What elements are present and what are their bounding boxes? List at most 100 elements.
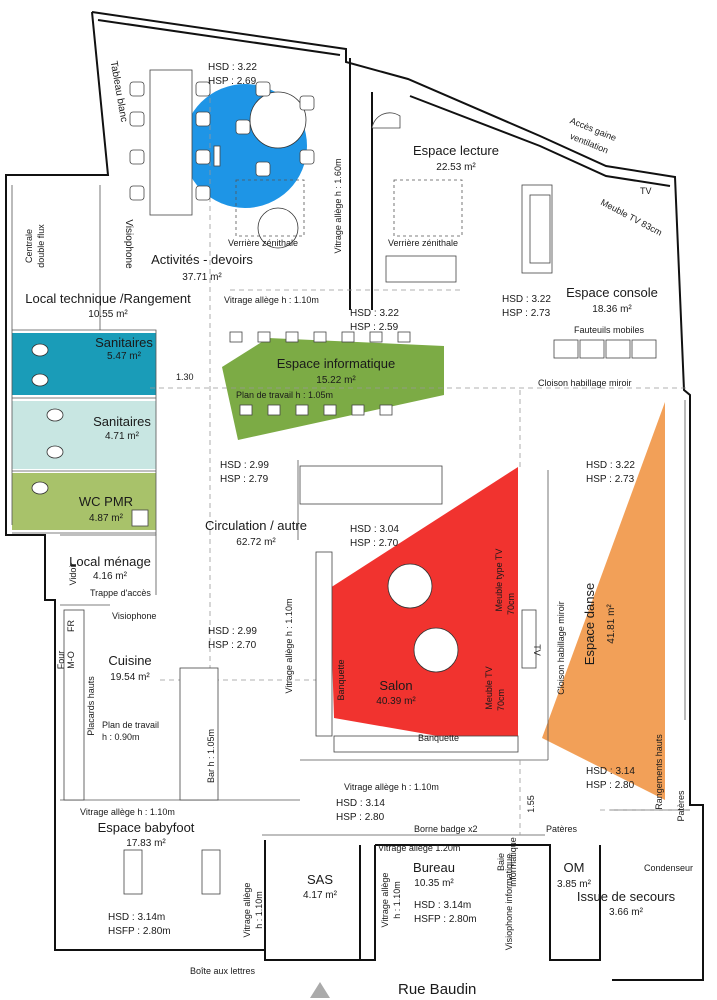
room-sanitaires2-area: 4.71 m² (105, 431, 140, 442)
label-centrale: Centrale (24, 229, 34, 263)
room-om-area: 3.85 m² (557, 879, 592, 890)
label-cloison: Cloison habillage miroir (538, 378, 632, 388)
room-console-name: Espace console (566, 285, 658, 300)
label-vitrage: Vitrage allège h : 1.60m (333, 159, 343, 254)
room-babyfoot-area: 17.83 m² (126, 838, 166, 849)
room-labels: Activités - devoirs 37.71 m² Espace lect… (25, 143, 675, 918)
height-hsd: HSD : 3.22 (586, 460, 635, 471)
label-meuble-type-tv: Meuble type TV (494, 549, 504, 612)
label-condenseur: Condenseur (644, 863, 693, 873)
height-hsd: HSD : 3.14 (586, 766, 635, 777)
label-plan-travail: h : 0.90m (102, 732, 140, 742)
zone-espace-danse (542, 402, 665, 800)
height-hsp: HSP : 2.70 (350, 538, 399, 549)
label-plan-travail: Plan de travail h : 1.05m (236, 390, 333, 400)
room-secours-name: Issue de secours (577, 889, 676, 904)
room-cuisine-name: Cuisine (108, 653, 151, 668)
room-sanitaires1-name: Sanitaires (95, 335, 153, 350)
label-tv: TV (640, 186, 652, 196)
height-hsp: HSFP : 2.80m (108, 926, 171, 937)
room-danse-name: Espace danse (582, 583, 597, 665)
label-tv: TV (532, 644, 542, 656)
room-console-area: 18.36 m² (592, 304, 632, 315)
room-sanitaires2-name: Sanitaires (93, 414, 151, 429)
height-hsp: HSP : 2.80 (586, 780, 635, 791)
label-banquette: Banquette (336, 659, 346, 700)
height-hsp: HSP : 2.79 (220, 474, 269, 485)
height-hsd: HSD : 2.99 (208, 626, 257, 637)
label-vitrage: Vitrage allège h : 1.10m (344, 782, 439, 792)
room-cuisine-area: 19.54 m² (110, 672, 150, 683)
label-borne-badge: Borne badge x2 (414, 824, 478, 834)
label-trappe: Trappe d'accès (90, 588, 151, 598)
zone-salon (330, 467, 518, 744)
label-rangements: Rangements hauts (654, 734, 664, 810)
label-vitrage: h : 1.10m (254, 891, 264, 929)
label-dimension: 1.30 (176, 372, 194, 382)
label-placards: Placards hauts (86, 676, 96, 736)
height-hsp: HSP : 2.80 (336, 812, 385, 823)
room-sanitaires1-area: 5.47 m² (107, 351, 142, 362)
label-fauteuils: Fauteuils mobiles (574, 325, 645, 335)
label-meuble-tv: 70cm (496, 689, 506, 711)
height-labels: HSD : 3.22 HSP : 2.69 HSD : 3.22 HSP : 2… (108, 62, 635, 937)
room-circulation-area: 62.72 m² (236, 537, 276, 548)
room-wc-pmr-area: 4.87 m² (89, 513, 124, 524)
height-hsd: HSD : 3.22 (502, 294, 551, 305)
label-meuble-tv: Meuble TV 83cm (599, 197, 664, 238)
room-circulation-name: Circulation / autre (205, 518, 307, 533)
height-hsd: HSD : 2.99 (220, 460, 269, 471)
label-visiophone: Visiophone (123, 219, 134, 269)
height-hsp: HSP : 2.73 (586, 474, 635, 485)
label-vitrage: Vitrage allège (242, 883, 252, 938)
label-vidoir: Vidoir (68, 563, 78, 586)
label-baie: Baie (496, 853, 506, 871)
height-hsd: HSD : 3.04 (350, 524, 399, 535)
label-micro-ondes: M-O (66, 651, 76, 669)
street-name: Rue Baudin (398, 981, 476, 998)
room-menage-name: Local ménage (69, 554, 151, 569)
label-vitrage: h : 1.10m (392, 881, 402, 919)
room-lecture-area: 22.53 m² (436, 162, 476, 173)
room-sas-name: SAS (307, 872, 333, 887)
label-vitrage: Vitrage allège h : 1.10m (80, 807, 175, 817)
label-cloison: Cloison habillage miroir (556, 601, 566, 695)
room-wc-pmr-name: WC PMR (79, 494, 133, 509)
room-informatique-area: 15.22 m² (316, 375, 356, 386)
room-danse-area: 41.81 m² (606, 604, 617, 644)
room-secours-area: 3.66 m² (609, 907, 644, 918)
label-pateres: Patères (676, 790, 686, 822)
zone-sanitaires-2 (12, 401, 156, 469)
label-dimension: 1.55 (526, 795, 536, 813)
label-verriere: Verrière zénithale (388, 238, 458, 248)
label-tableau-blanc: Tableau blanc (108, 60, 130, 123)
room-salon-area: 40.39 m² (376, 696, 416, 707)
label-pateres: Patères (546, 824, 578, 834)
height-hsp: HSP : 2.59 (350, 322, 399, 333)
label-banquette: Banquette (418, 733, 459, 743)
height-hsd: HSD : 3.14m (414, 900, 471, 911)
room-sas-area: 4.17 m² (303, 890, 338, 901)
height-hsp: HSP : 2.73 (502, 308, 551, 319)
label-baie: informatique (508, 837, 518, 887)
height-hsp: HSP : 2.70 (208, 640, 257, 651)
height-hsd: HSD : 3.22 (350, 308, 399, 319)
room-local-tech-area: 10.55 m² (88, 309, 128, 320)
label-fr: FR (66, 620, 76, 632)
entrance-triangle-icon (310, 982, 330, 998)
room-bureau-area: 10.35 m² (414, 878, 454, 889)
label-vitrage: Vitrage allège (380, 873, 390, 928)
label-centrale: double flux (36, 224, 46, 268)
room-lecture-name: Espace lecture (413, 143, 499, 158)
room-activites-name: Activités - devoirs (151, 252, 253, 267)
label-plan-travail: Plan de travail (102, 720, 159, 730)
label-bar: Bar h : 1.05m (206, 729, 216, 783)
height-hsd: HSD : 3.14m (108, 912, 165, 923)
zone-espace-informatique (222, 338, 444, 440)
room-salon-name: Salon (379, 678, 412, 693)
room-menage-area: 4.16 m² (93, 571, 128, 582)
label-visiophone: Visiophone (112, 611, 156, 621)
height-hsd: HSD : 3.14 (336, 798, 385, 809)
label-vitrage: Vitrage allège h : 1.10m (284, 599, 294, 694)
